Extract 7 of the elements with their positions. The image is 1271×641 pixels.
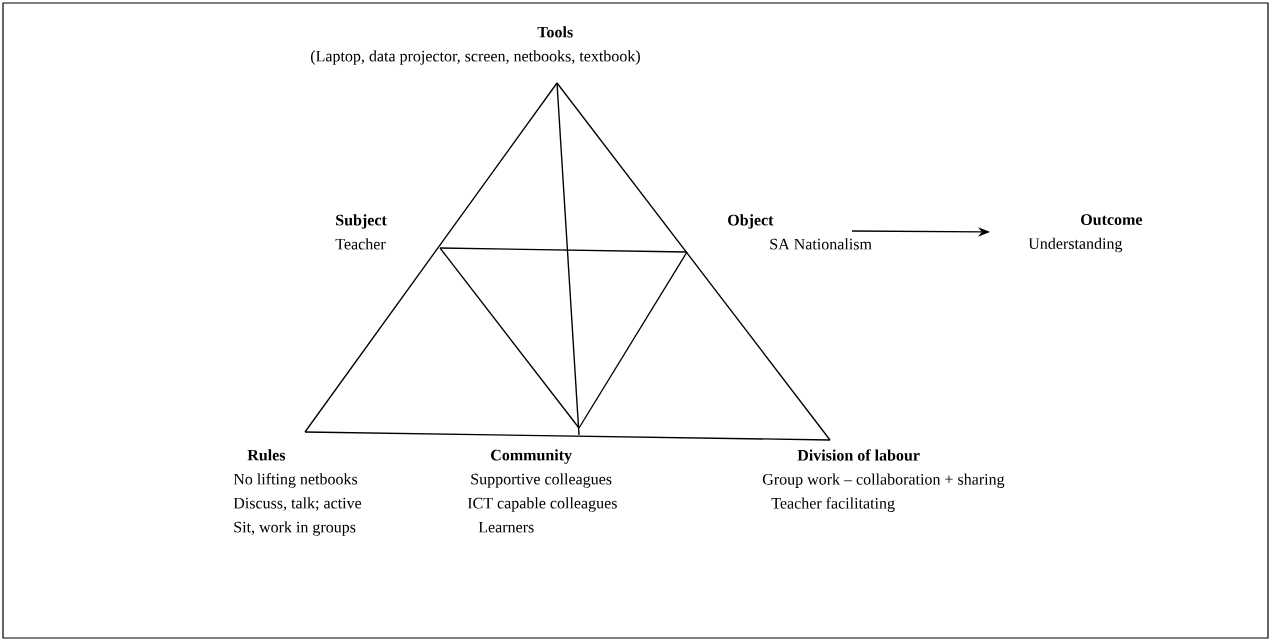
activity-label: Subject Teacher [335,214,387,250]
activity-label: Division of labour Group work – collaboration + sharing Teacher facilitating [762,449,1005,512]
activity-label: Rules No lifting netbooks Discuss, talk; active Sit, work in groups [233,449,362,536]
activity-label: Outcome Understanding [1028,214,1143,253]
activity-label: Object SA Nationalism [728,214,872,250]
activity-label: Community Supportive colleagues ICT capable colleagues Learners [467,449,617,533]
activity-label: Tools (Laptop, data projector, screen, netbooks, textbook) [311,26,640,65]
